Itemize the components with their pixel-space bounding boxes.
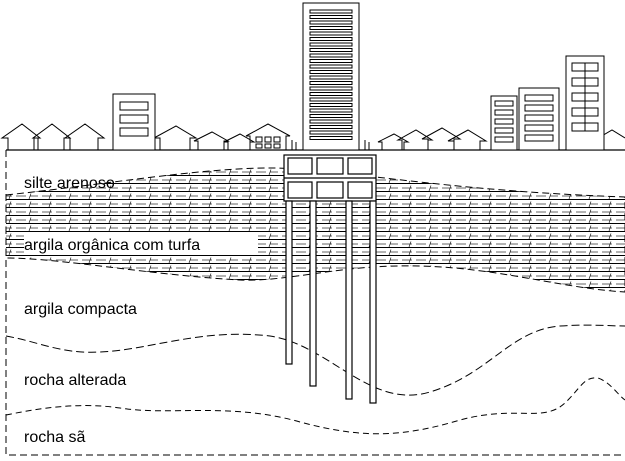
tower-window-band [309, 119, 353, 124]
tower-window-band [309, 75, 353, 80]
tower-window-band [309, 103, 353, 107]
layer-label-rocha-alterada: rocha alterada [24, 372, 126, 389]
tower-window-band [309, 20, 353, 25]
house-outline-icon [447, 129, 488, 150]
tower-window-band [309, 81, 353, 85]
tower-window-band [309, 15, 353, 19]
tower-window-band [309, 37, 353, 41]
house-outline-icon [31, 123, 72, 150]
house-outline-icon [193, 131, 230, 150]
tower-window-band [309, 92, 353, 96]
house-outline-icon [63, 123, 106, 150]
tower-window-band [309, 59, 353, 63]
weathered-rock-boundary [5, 324, 625, 396]
building-outline-icon [490, 95, 518, 151]
building-outline-icon [245, 123, 291, 150]
tower-window-band [309, 53, 353, 58]
building-outline-icon [112, 93, 156, 151]
house-outline-icon [421, 127, 462, 150]
tower-window-band [309, 48, 353, 52]
tower-window-band [309, 42, 353, 47]
tower-window-band [309, 136, 353, 140]
tower-window-band [309, 114, 353, 118]
house-outline-icon [396, 129, 434, 150]
tower-window-band [309, 70, 353, 74]
sound-rock-boundary [5, 377, 625, 435]
tower-window-band [309, 130, 353, 135]
building-outline-icon [565, 55, 605, 151]
building-outline-icon [291, 2, 370, 151]
building-outline-icon [518, 87, 560, 151]
tower-window-band [309, 31, 353, 36]
tower-window-band [309, 86, 353, 91]
tower-window-band [309, 64, 353, 69]
foundation-pile-icon [283, 154, 377, 404]
house-outline-icon [377, 133, 410, 150]
tower-window-band [309, 26, 353, 30]
layer-label-argila-organica: argila orgânica com turfa [24, 237, 200, 254]
house-outline-icon [153, 125, 198, 150]
tower-window-band [309, 97, 353, 102]
tower-window-band [309, 125, 353, 129]
organic-clay-label-background [24, 233, 258, 255]
tower-window-band [309, 108, 353, 113]
layer-label-argila-compacta: argila compacta [24, 301, 137, 318]
tower-window-band [309, 9, 353, 14]
layer-label-silte: silte arenoso [24, 175, 115, 192]
ground-outline [5, 150, 625, 456]
layer-label-rocha-sa: rocha sã [24, 429, 85, 446]
